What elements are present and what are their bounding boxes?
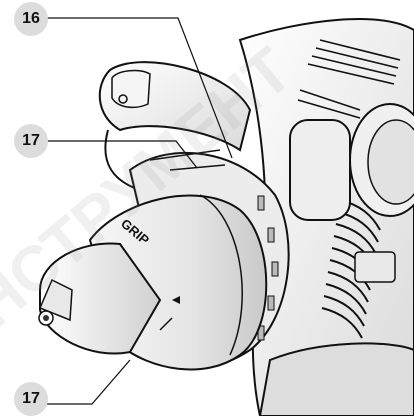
chuck-nose bbox=[38, 242, 162, 355]
side-handle bbox=[98, 61, 252, 191]
callout-17-lower: 17 bbox=[14, 382, 48, 416]
callout-17-lower-label: 17 bbox=[22, 390, 40, 407]
drill-body bbox=[238, 18, 414, 416]
callout-lines bbox=[47, 17, 233, 405]
callout-17-upper-label: 17 bbox=[22, 132, 40, 149]
callout-16: 16 bbox=[14, 2, 48, 36]
callout-17-upper: 17 bbox=[14, 124, 48, 158]
callout-16-label: 16 bbox=[22, 10, 40, 27]
